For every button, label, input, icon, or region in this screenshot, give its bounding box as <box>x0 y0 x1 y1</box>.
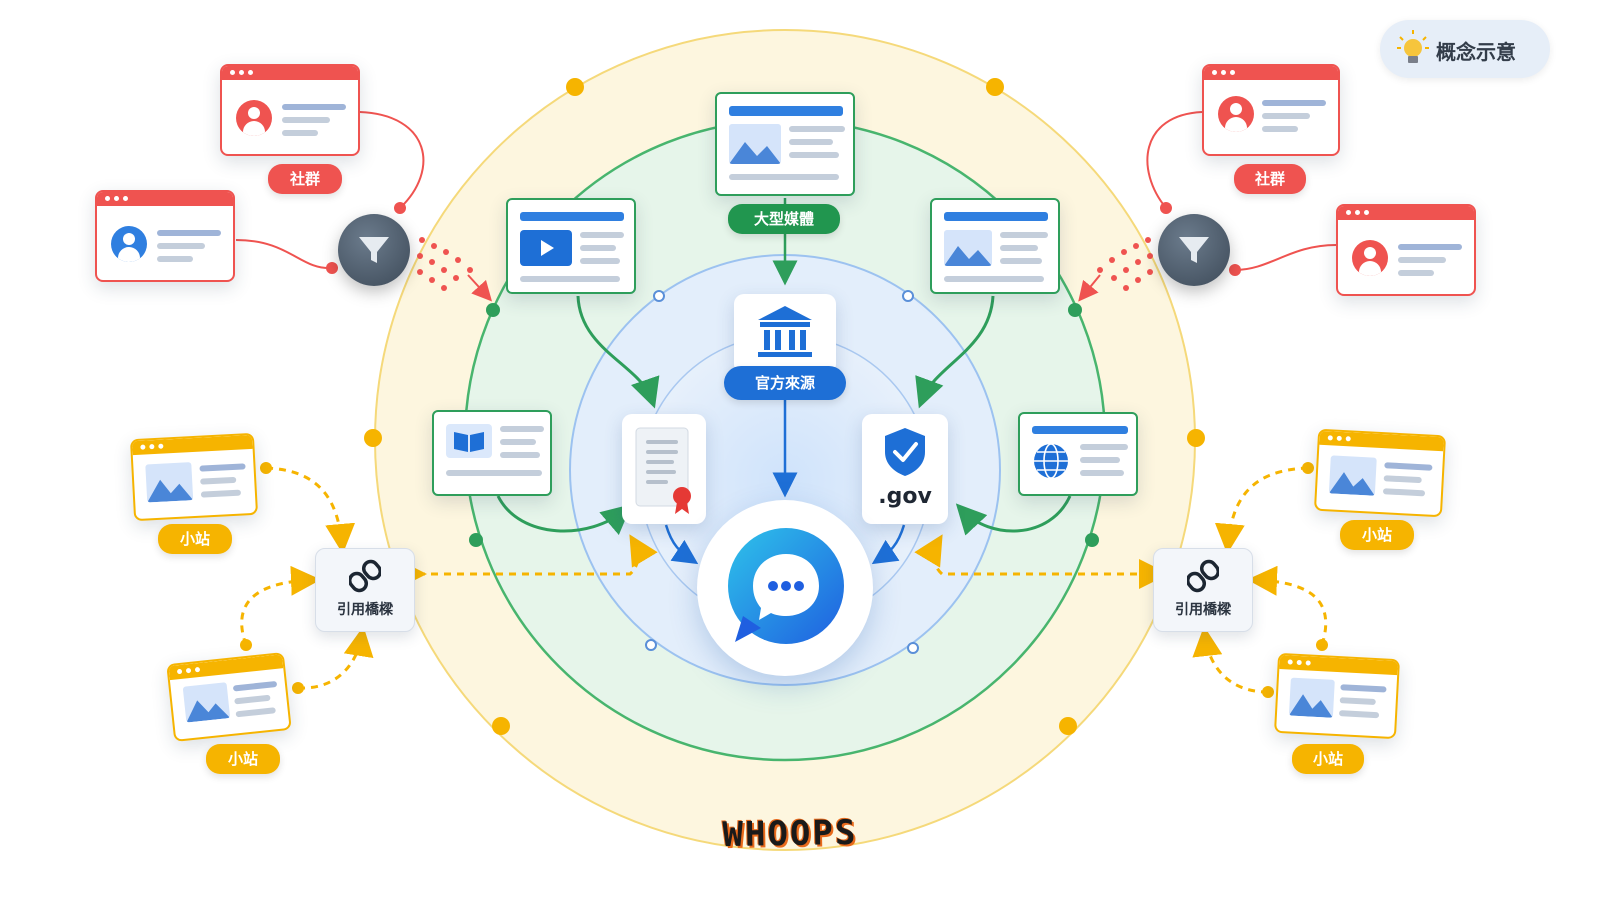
gov-label: .gov <box>878 484 932 509</box>
small-site-label-right-top: 小站 <box>1340 520 1414 550</box>
lightbulb-icon <box>1397 30 1429 63</box>
social-label-right: 社群 <box>1234 164 1306 194</box>
citation-bridge-left: 引用橋樑 <box>315 548 415 632</box>
outer-ring-nodes <box>364 78 1205 735</box>
small-site-label-right-bottom: 小站 <box>1292 744 1364 774</box>
badge-label: 概念示意 <box>1436 40 1516 64</box>
play-icon <box>520 230 572 266</box>
inner-ring-nodes <box>645 290 919 654</box>
social-card-left-top <box>220 64 360 156</box>
center-hub <box>697 500 873 676</box>
social-card-right-bottom <box>1336 204 1476 296</box>
filtered-particles-left <box>417 237 473 291</box>
chat-bubble-icon <box>728 528 844 644</box>
image-icon <box>182 682 231 723</box>
link-chain-icon <box>1187 559 1219 593</box>
media-card-image <box>930 198 1060 294</box>
certificate-tile <box>622 414 706 524</box>
user-avatar-icon <box>1218 96 1254 132</box>
filter-node-left <box>338 214 410 286</box>
official-source-label: 官方來源 <box>724 366 846 400</box>
gov-tile: .gov <box>862 414 948 524</box>
image-icon <box>729 124 781 164</box>
shield-check-icon <box>885 428 925 476</box>
globe-icon <box>1032 442 1070 480</box>
image-icon <box>1328 455 1377 496</box>
funnel-icon <box>1179 237 1209 263</box>
small-site-label-left-top: 小站 <box>158 524 232 554</box>
filtered-particles-right <box>1097 237 1153 291</box>
official-source-tile <box>734 294 836 374</box>
middle-ring-nodes <box>469 303 1099 547</box>
funnel-icon <box>359 237 389 263</box>
social-card-right-top <box>1202 64 1340 156</box>
social-label-left: 社群 <box>268 164 342 194</box>
image-icon <box>944 230 992 266</box>
citation-bridge-label-right: 引用橋樑 <box>1175 602 1231 618</box>
book-icon <box>446 424 492 458</box>
image-icon <box>1288 677 1335 718</box>
social-card-left-bottom <box>95 190 235 282</box>
certificate-icon <box>635 427 691 514</box>
media-card-top <box>715 92 855 196</box>
link-chain-icon <box>349 559 381 593</box>
media-card-book <box>432 410 552 496</box>
user-avatar-icon <box>111 226 147 262</box>
small-site-card-right-bottom <box>1273 652 1401 740</box>
small-site-card-left-bottom <box>166 652 292 742</box>
mainstream-media-label: 大型媒體 <box>728 204 840 234</box>
small-site-label-left-bottom: 小站 <box>206 744 280 774</box>
small-site-card-left-top <box>129 432 259 522</box>
media-card-globe <box>1018 412 1138 496</box>
citation-bridge-right: 引用橋樑 <box>1153 548 1253 632</box>
filter-node-right <box>1158 214 1230 286</box>
image-icon <box>145 462 194 503</box>
small-site-card-right-top <box>1313 428 1447 518</box>
concept-badge: 概念示意 <box>1380 20 1550 78</box>
citation-bridge-label-left: 引用橋樑 <box>337 602 393 618</box>
media-card-video <box>506 198 636 294</box>
government-building-icon <box>758 306 812 357</box>
user-avatar-icon <box>236 100 272 136</box>
user-avatar-icon <box>1352 240 1388 276</box>
whoops-watermark: WHOOPS <box>722 812 858 856</box>
